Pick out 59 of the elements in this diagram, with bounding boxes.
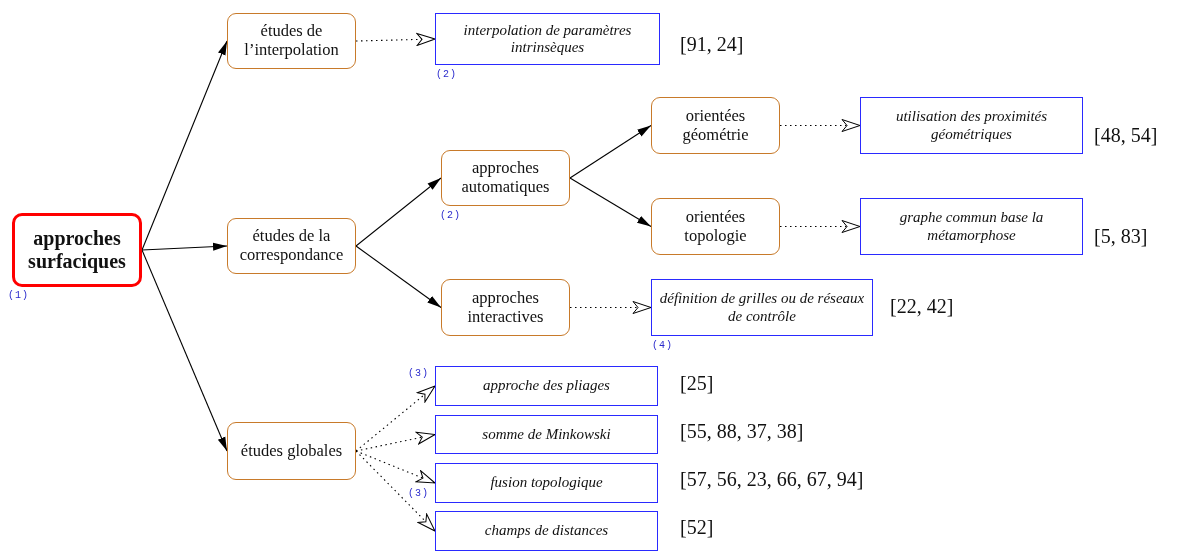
- method-box: [435, 511, 658, 551]
- category-box: [651, 198, 780, 255]
- node-label: études de l’interpolation: [243, 22, 340, 60]
- method-box: [435, 13, 660, 65]
- citation: [55, 88, 37, 38]: [680, 420, 804, 443]
- node-label: études globales: [240, 441, 343, 461]
- arrow: [779, 220, 861, 233]
- method-box: [435, 463, 658, 503]
- arrow: [141, 242, 228, 251]
- node-label: interpolation de paramètres intrinsèques: [462, 21, 633, 57]
- arrow: [355, 245, 442, 309]
- note-number: (2): [440, 210, 461, 221]
- category-box: [441, 150, 570, 206]
- node-label: approches surfaciques: [27, 227, 127, 273]
- citation: [22, 42]: [890, 295, 954, 318]
- arrow: [141, 249, 228, 452]
- citation: [91, 24]: [680, 33, 744, 56]
- arrow: [355, 32, 436, 46]
- note-number: (3): [408, 488, 429, 499]
- citation: [48, 54]: [1094, 124, 1158, 147]
- note-number: (4): [652, 340, 673, 351]
- arrow: [355, 431, 436, 452]
- arrow: [141, 40, 228, 251]
- citation: [57, 56, 23, 66, 67, 94]: [680, 468, 864, 491]
- method-box: [651, 279, 873, 336]
- method-box: [860, 97, 1083, 154]
- method-box: [435, 415, 658, 454]
- node-label: fusion topologique: [490, 474, 603, 492]
- node-label: définition de grilles ou de réseaux de contrôle: [658, 290, 866, 325]
- category-box: [227, 13, 356, 69]
- category-box: [651, 97, 780, 154]
- root-box: [12, 213, 142, 287]
- category-box: [227, 422, 356, 480]
- arrow: [779, 119, 861, 132]
- node-label: somme de Minkowski: [482, 425, 611, 444]
- arrow: [355, 450, 436, 532]
- node-label: études de la correspondance: [238, 227, 345, 265]
- method-box: [860, 198, 1083, 255]
- arrow: [569, 177, 652, 228]
- note-number: (2): [436, 69, 457, 80]
- category-box: [441, 279, 570, 336]
- citation: [25]: [680, 372, 714, 395]
- node-label: graphe commun base la métamorphose: [898, 209, 1045, 244]
- arrow: [569, 124, 652, 179]
- node-label: orientées géométrie: [681, 106, 750, 145]
- category-box: [227, 218, 356, 274]
- citation: [5, 83]: [1094, 225, 1148, 248]
- node-label: utilisation des proximités géométriques: [894, 108, 1049, 143]
- arrow: [569, 301, 652, 314]
- method-box: [435, 366, 658, 406]
- note-number: (1): [8, 290, 29, 301]
- node-label: champs de distances: [484, 522, 609, 540]
- node-label: approches automatiques: [460, 159, 551, 197]
- note-number: (3): [408, 368, 429, 379]
- node-label: approche des pliages: [483, 377, 610, 395]
- arrow: [355, 177, 442, 247]
- node-label: approches interactives: [466, 288, 545, 327]
- node-label: orientées topologie: [683, 207, 748, 246]
- citation: [52]: [680, 516, 714, 539]
